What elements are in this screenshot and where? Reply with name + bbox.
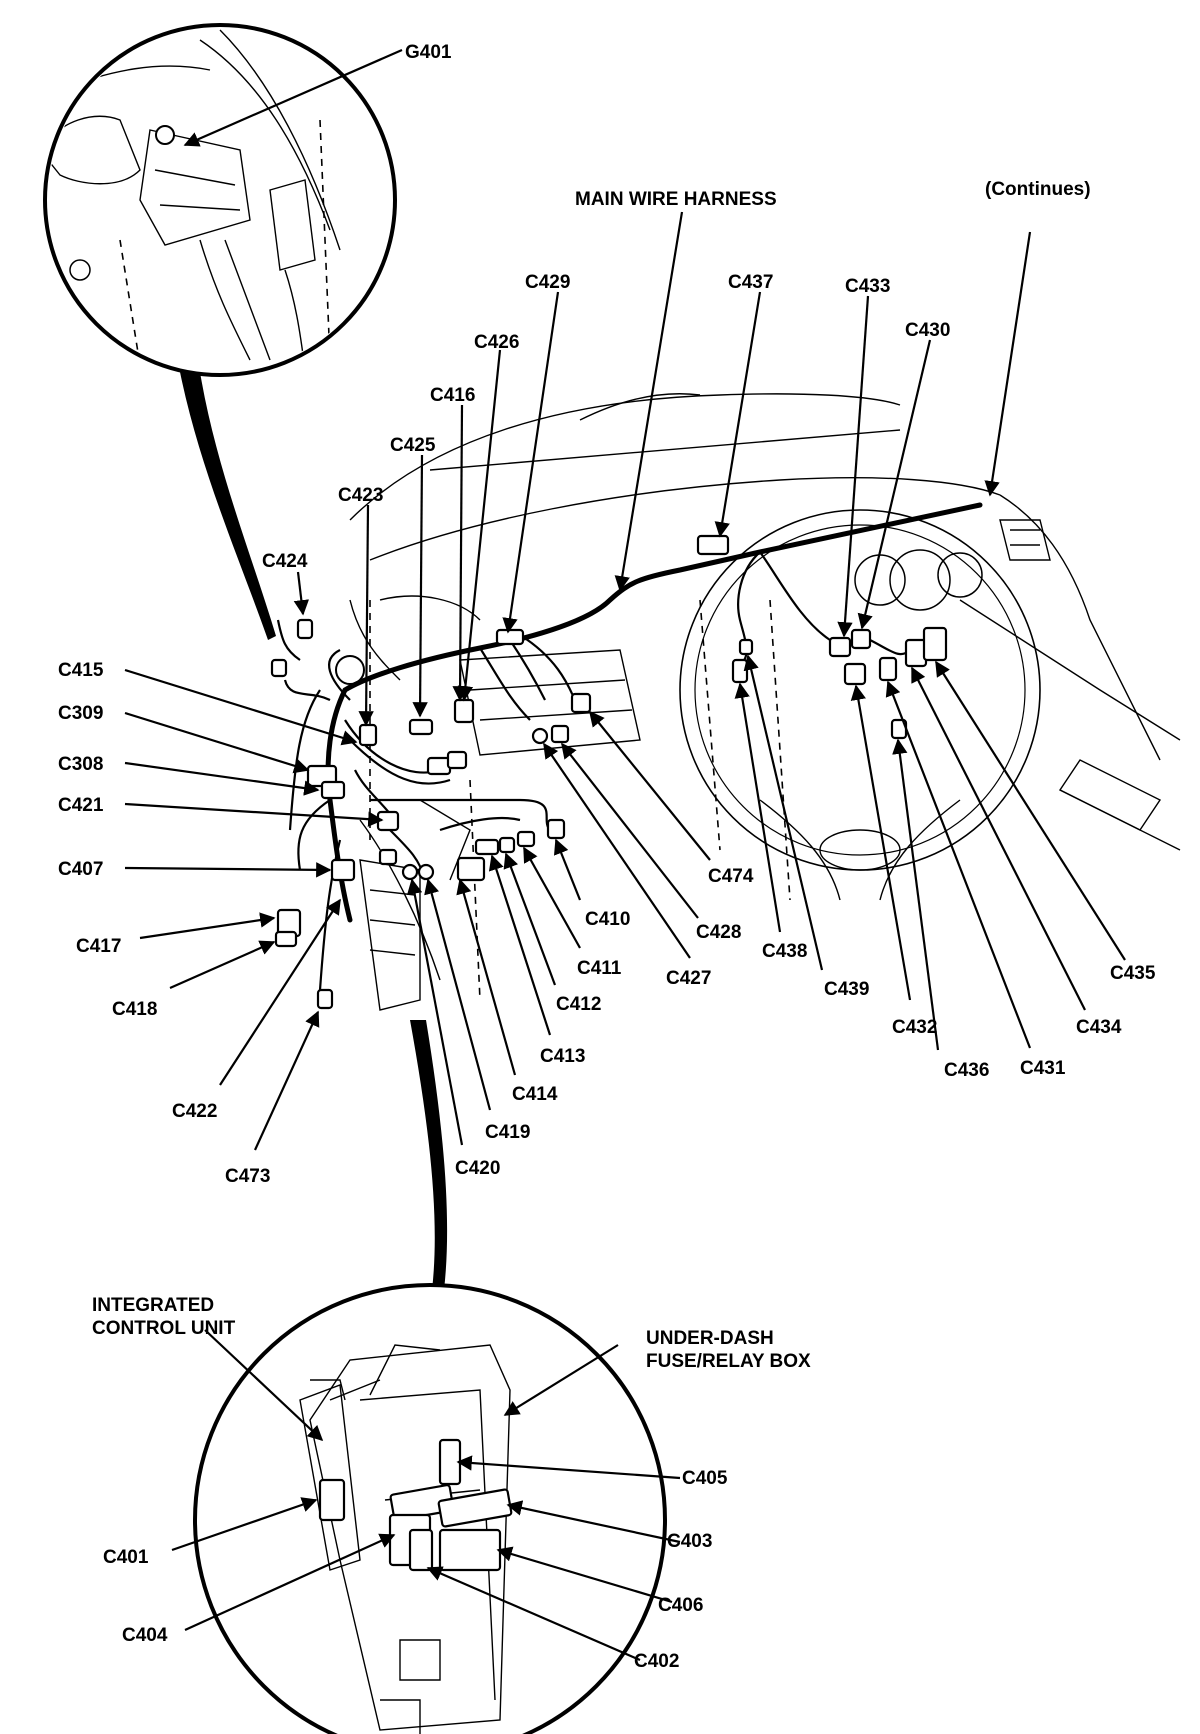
label-c427: C427 — [666, 968, 711, 989]
label-c407: C407 — [58, 859, 103, 880]
label-under-dash-2: FUSE/RELAY BOX — [646, 1351, 811, 1372]
label-c413: C413 — [540, 1046, 585, 1067]
label-c422: C422 — [172, 1101, 217, 1122]
label-c421: C421 — [58, 795, 104, 816]
label-c428: C428 — [696, 922, 741, 943]
label-c424: C424 — [262, 551, 308, 572]
label-c425: C425 — [390, 435, 436, 456]
label-c411: C411 — [577, 958, 622, 979]
label-c412: C412 — [556, 994, 601, 1015]
fuse-box-detail-circle — [193, 1283, 667, 1734]
callout-labels: G401 MAIN WIRE HARNESS (Continues) C429 … — [58, 42, 1156, 1672]
label-c420: C420 — [455, 1158, 500, 1179]
label-integrated-control-unit-2: CONTROL UNIT — [92, 1318, 236, 1339]
label-c433: C433 — [845, 276, 890, 297]
dashboard-outline — [349, 393, 1181, 1001]
label-c309: C309 — [58, 703, 103, 724]
label-c439: C439 — [824, 979, 869, 1000]
label-c308: C308 — [58, 754, 103, 775]
connector-shapes — [270, 534, 948, 1010]
label-c419: C419 — [485, 1122, 530, 1143]
label-c415: C415 — [58, 660, 104, 681]
g401-detail-circle — [43, 23, 397, 640]
label-c418: C418 — [112, 999, 157, 1020]
label-main-wire-harness: MAIN WIRE HARNESS — [575, 189, 777, 210]
label-c416: C416 — [430, 385, 475, 406]
label-c432: C432 — [892, 1017, 937, 1038]
label-integrated-control-unit-1: INTEGRATED — [92, 1295, 214, 1316]
label-g401: G401 — [405, 42, 452, 63]
label-c437: C437 — [728, 272, 773, 293]
label-c435: C435 — [1110, 963, 1156, 984]
label-c474: C474 — [708, 866, 754, 887]
label-c401: C401 — [103, 1547, 149, 1568]
label-c404: C404 — [122, 1625, 168, 1646]
label-c423: C423 — [338, 485, 383, 506]
label-c473: C473 — [225, 1166, 270, 1187]
fuse-box-leader-arrows — [171, 1329, 681, 1662]
label-c410: C410 — [585, 909, 630, 930]
label-c414: C414 — [512, 1084, 558, 1105]
label-c402: C402 — [634, 1651, 679, 1672]
label-c426: C426 — [474, 332, 519, 353]
label-c431: C431 — [1020, 1058, 1066, 1079]
label-continues: (Continues) — [985, 179, 1091, 200]
leader-arrows — [124, 48, 1126, 1151]
label-c430: C430 — [905, 320, 950, 341]
label-under-dash-1: UNDER-DASH — [646, 1328, 774, 1349]
label-c417: C417 — [76, 936, 121, 957]
label-c436: C436 — [944, 1060, 989, 1081]
label-c406: C406 — [658, 1595, 703, 1616]
label-c405: C405 — [682, 1468, 728, 1489]
label-c434: C434 — [1076, 1017, 1122, 1038]
main-wire-harness-line — [276, 502, 983, 1290]
label-c403: C403 — [667, 1531, 712, 1552]
label-c438: C438 — [762, 941, 807, 962]
label-c429: C429 — [525, 272, 570, 293]
